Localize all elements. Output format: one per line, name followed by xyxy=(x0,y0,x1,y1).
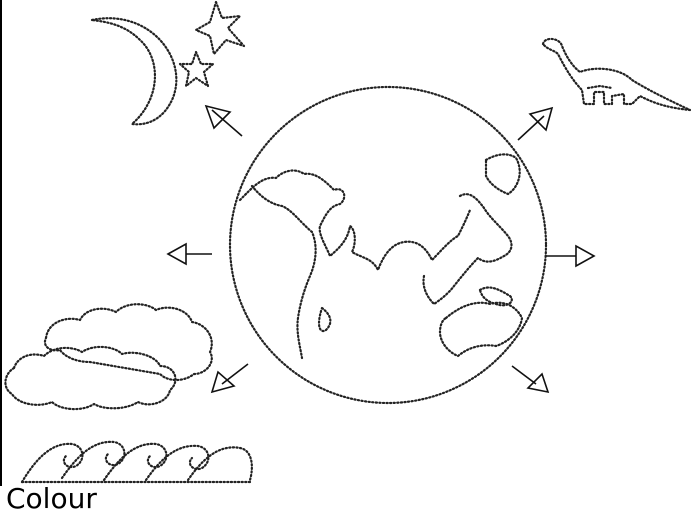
wave-icon xyxy=(22,442,252,482)
globe-icon xyxy=(230,87,546,403)
dinosaur-icon xyxy=(543,39,690,110)
star-icon xyxy=(180,2,244,86)
crescent-moon-icon xyxy=(92,18,176,124)
caption-text: Colour xyxy=(6,483,97,515)
cloud-icon xyxy=(5,304,211,409)
arrow-icon xyxy=(168,106,594,392)
